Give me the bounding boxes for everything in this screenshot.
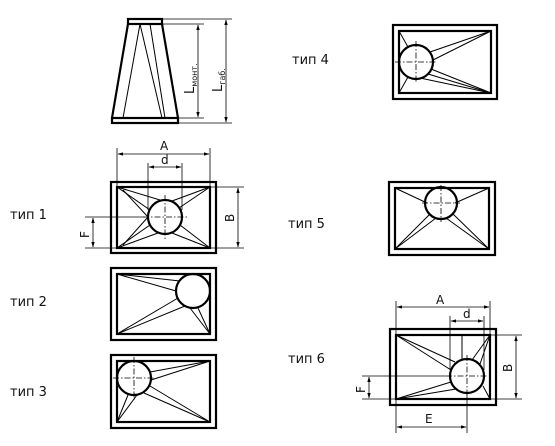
type2-round-outlet <box>174 272 212 310</box>
type3-inner-rect <box>115 359 212 424</box>
side-view-top-flange <box>126 17 164 26</box>
type3-outer-flange <box>109 353 218 430</box>
type1-view: тип 1 A d B <box>10 139 244 255</box>
type5-outer-flange <box>387 180 497 257</box>
type4-fold-lines <box>398 30 492 94</box>
side-view-fold-line <box>149 23 166 119</box>
type6-dimension-d: d <box>463 307 471 321</box>
type1-round-outlet <box>146 198 184 236</box>
type6-label: тип 6 <box>288 352 325 367</box>
type2-view: тип 2 <box>10 266 218 342</box>
type4-label: тип 4 <box>292 53 329 68</box>
type6-outer-flange <box>388 327 498 407</box>
type6-dimension-f: F <box>354 386 368 393</box>
type1-dimension-f: F <box>78 231 92 238</box>
type6-dimension-a: A <box>436 293 445 307</box>
overall-length-label: Lгаб. <box>211 68 227 92</box>
type6-dimension-b: B <box>501 364 515 372</box>
side-view-bottom-flange <box>110 116 180 125</box>
type2-inner-rect <box>115 272 212 336</box>
type1-dimension-a: A <box>160 139 169 153</box>
type3-label: тип 3 <box>10 385 47 400</box>
type1-label: тип 1 <box>10 208 47 223</box>
type6-fold-lines <box>395 334 491 400</box>
type4-outer-flange <box>391 23 499 101</box>
side-view-right-edge <box>160 23 180 119</box>
mount-length-label: Lмонт. <box>183 63 199 94</box>
type4-view: тип 4 <box>292 23 499 101</box>
side-view-left-edge <box>110 23 130 119</box>
side-view: Lмонт. Lгаб. <box>110 17 232 125</box>
type3-view: тип 3 <box>10 353 218 430</box>
type2-fold-lines <box>116 273 211 335</box>
type6-view: тип 6 A d B <box>288 293 522 433</box>
type2-outer-flange <box>109 266 218 342</box>
type3-fold-lines <box>116 360 211 423</box>
side-view-fold-line <box>139 23 163 119</box>
type5-view: тип 5 <box>288 180 497 257</box>
side-view-fold-line <box>122 23 141 119</box>
type6-dimension-e: E <box>425 412 433 426</box>
type1-dimension-d: d <box>161 153 169 167</box>
type1-dimension-b: B <box>223 214 237 222</box>
type5-label: тип 5 <box>288 217 325 232</box>
type1-fold-lines <box>116 186 211 249</box>
type1-outer-flange <box>109 180 218 255</box>
type2-label: тип 2 <box>10 295 47 310</box>
type5-fold-lines <box>394 187 490 250</box>
